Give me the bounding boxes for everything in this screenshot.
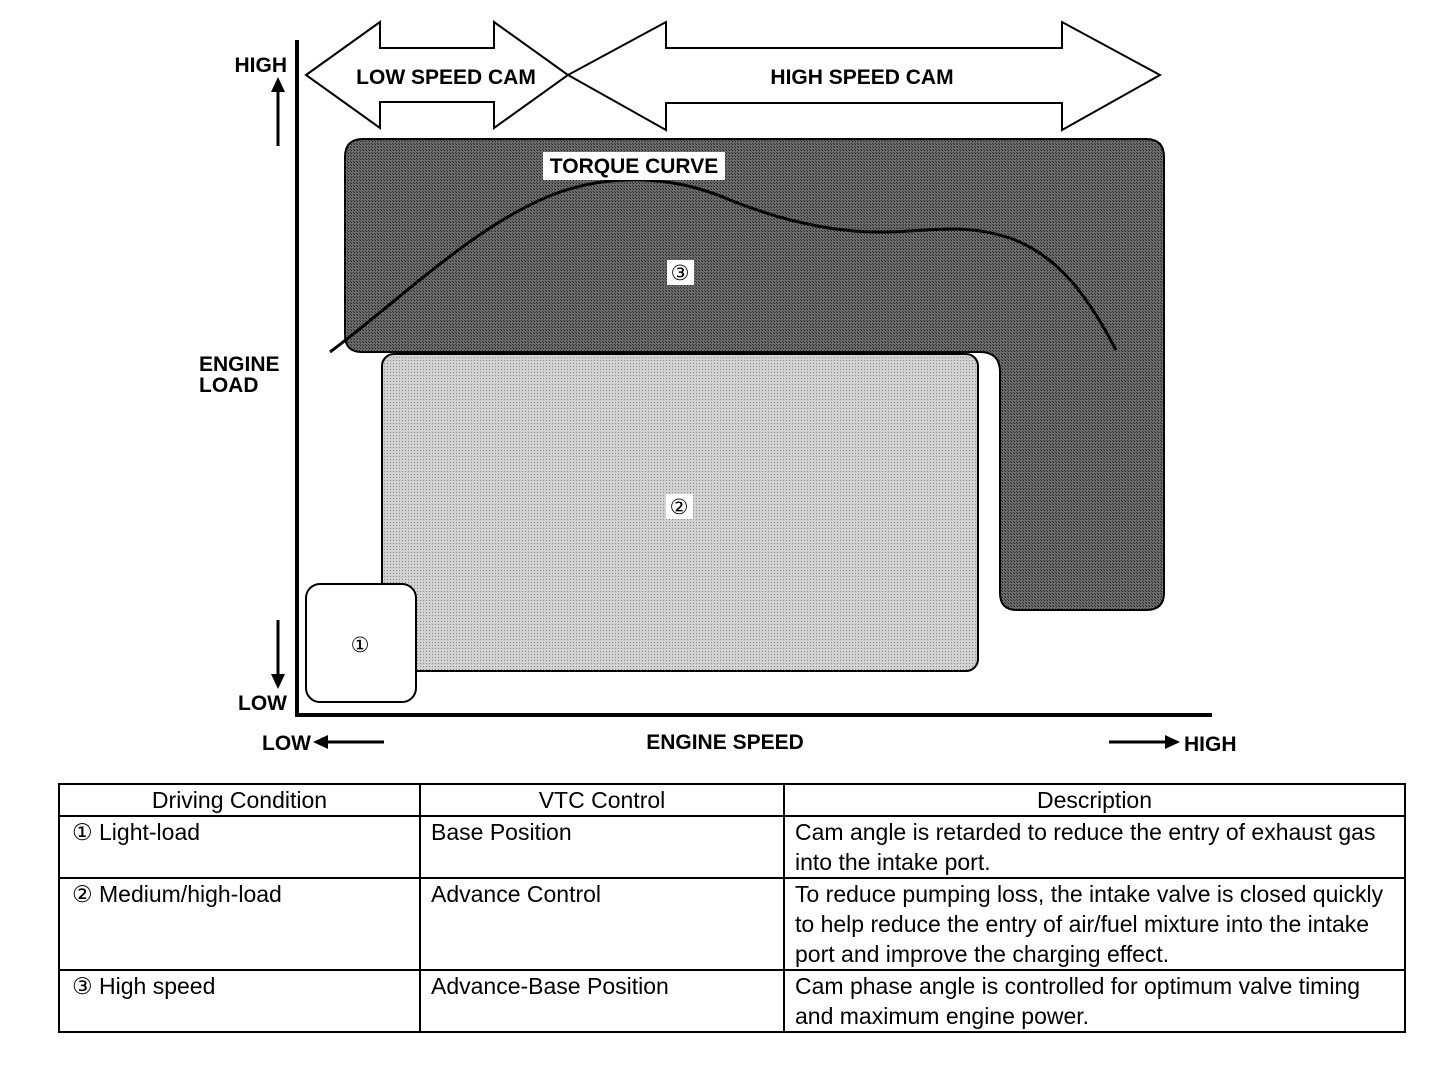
torque-curve-label-bg — [543, 152, 725, 180]
table-row: ② Medium/high-load Advance Control To re… — [58, 877, 1406, 971]
high-speed-cam-label: HIGH SPEED CAM — [770, 66, 953, 89]
x-axis-right-arrow-icon — [1165, 735, 1180, 749]
row-description: Cam phase angle is controlled for optimu… — [783, 969, 1406, 1033]
header-description: Description — [783, 783, 1406, 817]
zone1-marker: ① — [351, 633, 370, 657]
zone2-marker: ② — [670, 495, 689, 519]
row-control: Advance-Base Position — [419, 969, 785, 1033]
x-axis-left-arrow-icon — [313, 735, 328, 749]
row-condition: ① Light-load — [58, 815, 421, 879]
x-axis-low-label: LOW — [262, 732, 311, 755]
low-speed-cam-label: LOW SPEED CAM — [356, 66, 536, 89]
y-axis-label-line1: ENGINE — [199, 353, 280, 376]
x-axis-label: ENGINE SPEED — [646, 731, 804, 754]
zone2-marker-bg — [666, 494, 693, 519]
vtc-operating-diagram: TORQUE CURVE ③ ② ① LOW SPEED CAM HIGH SP… — [199, 20, 1237, 756]
x-axis-high-label: HIGH — [1184, 733, 1237, 756]
row-description: Cam angle is retarded to reduce the entr… — [783, 815, 1406, 879]
row-condition: ③ High speed — [58, 969, 421, 1033]
row-control: Advance Control — [419, 877, 785, 971]
table-row: ③ High speed Advance-Base Position Cam p… — [58, 969, 1406, 1033]
zone3-marker-bg — [667, 260, 694, 285]
high-speed-cam-arrow — [565, 20, 1163, 132]
row-condition: ② Medium/high-load — [58, 877, 421, 971]
row-description: To reduce pumping loss, the intake valve… — [783, 877, 1406, 971]
y-axis-high-label: HIGH — [235, 54, 288, 77]
header-driving-condition: Driving Condition — [58, 783, 421, 817]
zone3-region — [344, 138, 1165, 611]
zone1-region — [305, 583, 417, 703]
vtc-control-table: Driving Condition VTC Control Descriptio… — [58, 783, 1406, 1033]
zone3-marker: ③ — [671, 261, 690, 285]
y-axis-label-line2: LOAD — [199, 374, 259, 397]
torque-curve — [329, 178, 1118, 354]
y-axis-down-arrow-icon — [271, 674, 285, 689]
row-control: Base Position — [419, 815, 785, 879]
table-header-row: Driving Condition VTC Control Descriptio… — [58, 783, 1406, 817]
header-vtc-control: VTC Control — [419, 783, 785, 817]
y-axis-low-label: LOW — [238, 692, 287, 715]
torque-curve-label: TORQUE CURVE — [550, 155, 718, 178]
y-axis-up-arrow-icon — [271, 77, 285, 92]
table-row: ① Light-load Base Position Cam angle is … — [58, 815, 1406, 879]
